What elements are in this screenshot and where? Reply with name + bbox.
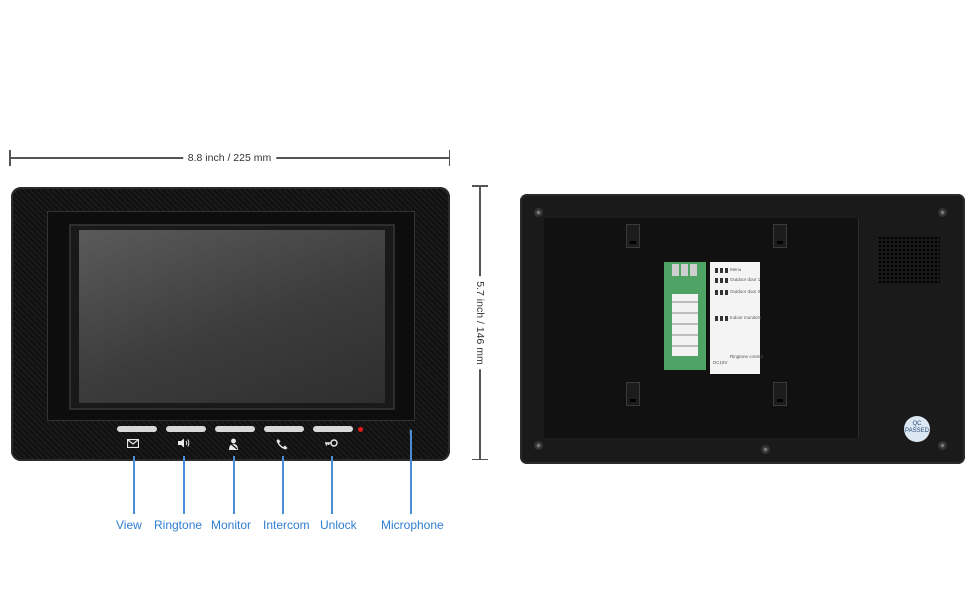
terminal-block [672, 294, 698, 356]
wiring-label: Menu Outdoor door 1 Outdoor door 2 Indoo… [710, 262, 763, 374]
width-dimension-label: 8.8 inch / 225 mm [182, 150, 277, 166]
monitor-person-icon [226, 438, 240, 452]
microphone-label: Microphone [381, 518, 444, 532]
screw-bottom-right [938, 441, 947, 450]
wiring-dots [715, 316, 729, 321]
intercom-label: Intercom [263, 518, 310, 532]
qc-passed-sticker: QC PASSED [904, 416, 930, 442]
mount-hook [626, 224, 640, 248]
unlock-callout-line [331, 456, 333, 514]
unlock-label: Unlock [320, 518, 357, 532]
monitor-front [11, 187, 450, 461]
height-dimension-label: 5.7 inch / 146 mm [472, 275, 488, 370]
intercom-callout-line [282, 456, 284, 514]
speaker-grille [878, 236, 940, 284]
ringtone-button[interactable] [166, 426, 206, 432]
terminal-pins [672, 264, 698, 276]
height-dimension-cap-bottom [472, 458, 488, 460]
height-dimension-cap-top [472, 185, 488, 187]
screw-top-right [938, 208, 947, 217]
width-dimension: 8.8 inch / 225 mm [9, 150, 450, 166]
handset-icon [275, 438, 289, 452]
width-dimension-cap-right [448, 150, 450, 166]
ringtone-callout-line [183, 456, 185, 514]
mount-hook [773, 382, 787, 406]
wiring-indoor-monitors-label: Indoor monitors [730, 315, 762, 320]
wiring-outdoor-door-2-label: Outdoor door 2 [730, 289, 761, 294]
wiring-dots [715, 278, 729, 283]
view-callout-line [133, 456, 135, 514]
intercom-button[interactable] [264, 426, 304, 432]
key-icon [324, 438, 338, 452]
wiring-dots [715, 290, 729, 295]
monitor-button[interactable] [215, 426, 255, 432]
height-dimension: 5.7 inch / 146 mm [472, 185, 488, 460]
view-label: View [116, 518, 142, 532]
mount-hook [773, 224, 787, 248]
wiring-ringtone-control-label: Ringtone control [730, 354, 763, 359]
unlock-button[interactable] [313, 426, 353, 432]
screw-bottom-left [534, 441, 543, 450]
wiring-menu-label: Menu [730, 267, 742, 272]
display-screen [79, 230, 385, 403]
monitor-callout-line [233, 456, 235, 514]
width-dimension-cap-left [9, 150, 11, 166]
wiring-outdoor-door-1-label: Outdoor door 1 [730, 277, 761, 282]
wiring-dots [715, 268, 729, 273]
view-button[interactable] [117, 426, 157, 432]
monitor-back: Menu Outdoor door 1 Outdoor door 2 Indoo… [520, 194, 965, 464]
ringtone-label: Ringtone [154, 518, 203, 532]
screw-top-left [534, 208, 543, 217]
speaker-icon [176, 438, 190, 452]
power-led [358, 427, 363, 432]
wiring-dc15v-label: DC15V [713, 360, 728, 365]
screw-bottom-center [761, 445, 770, 454]
mount-hook [626, 382, 640, 406]
microphone-callout-line [410, 430, 412, 514]
envelope-icon [126, 438, 140, 452]
monitor-label: Monitor [211, 518, 252, 532]
